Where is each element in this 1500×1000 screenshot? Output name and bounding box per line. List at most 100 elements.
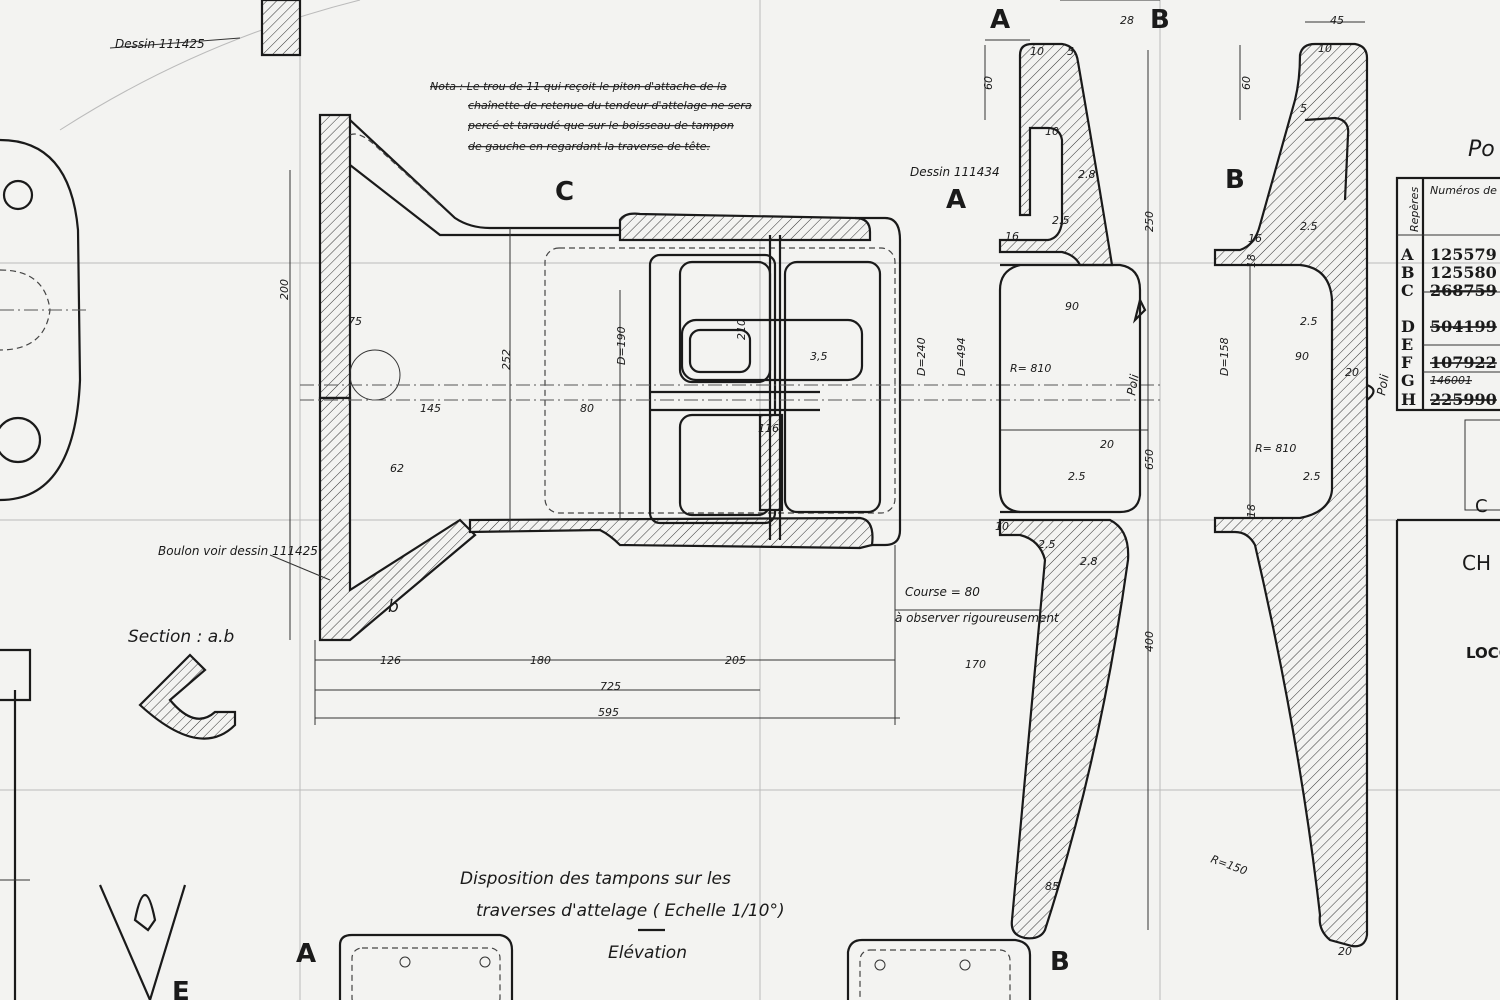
dim-r810-b: R= 810 [1255, 442, 1296, 455]
dim-35: 3,5 [810, 350, 828, 363]
dimension-lines [109, 0, 1365, 930]
dim-20-c: 20 [1338, 945, 1352, 958]
dim-90-b: 90 [1295, 350, 1309, 363]
dim-r150: R=150 [1209, 853, 1249, 878]
table-row-b-letter: B [1401, 263, 1415, 282]
dim-5-b: 5 [1300, 102, 1307, 115]
section-letter-b-top: B [1150, 5, 1170, 35]
dim-75: 75 [348, 315, 362, 328]
section-letter-b-bottom: B [1050, 947, 1070, 977]
course-label: Course = 80 [905, 585, 980, 599]
dim-205: 205 [725, 654, 746, 667]
dim-252: 252 [500, 349, 513, 370]
section-ab-view [138, 653, 237, 740]
dim-25-b: 2.5 [1068, 470, 1086, 483]
title-line-2: traverses d'attelage ( Echelle 1/10°) [476, 901, 785, 921]
dim-d190: D=190 [615, 326, 628, 365]
dim-90-a: 90 [1065, 300, 1079, 313]
parts-table-text: Po Repères Numéros de modèles A 125579 B… [1400, 137, 1500, 662]
dim-5-a: 5 [1067, 45, 1074, 58]
dim-25-c: 2.5 [1038, 538, 1056, 551]
title-line-1: Disposition des tampons sur les [460, 869, 731, 889]
dim-725: 725 [600, 680, 621, 693]
section-letter-b-small: b [388, 597, 399, 617]
table-row-f-letter: F [1401, 353, 1413, 372]
title-block-ch: CH [1462, 551, 1491, 575]
dim-126: 126 [380, 654, 401, 667]
section-letter-a-top: A [990, 5, 1010, 35]
bottom-partial-views [338, 933, 1032, 1000]
dim-200: 200 [278, 279, 291, 300]
table-row-c-letter: C [1401, 281, 1414, 300]
dim-16-a: 16 [1005, 230, 1019, 243]
dim-10-b: 10 [1045, 125, 1059, 138]
table-row-a-letter: A [1400, 245, 1414, 264]
dim-d158: D=158 [1218, 337, 1231, 376]
dim-400: 400 [1143, 631, 1156, 652]
dim-595: 595 [598, 706, 619, 719]
table-row-d-letter: D [1401, 317, 1415, 336]
table-row-f-number: 107922 [1430, 353, 1497, 372]
note-block: Nota : Le trou de 11 qui reçoit le piton… [430, 80, 752, 153]
dim-116: 116 [758, 422, 779, 435]
dim-80: 80 [580, 402, 594, 415]
dim-25-f: 2.5 [1303, 470, 1321, 483]
table-row-d-number: 504199 [1430, 317, 1497, 336]
dim-45: 45 [1330, 14, 1344, 27]
note-line-3: percé et taraudé que sur le boisseau de … [467, 119, 734, 132]
table-row-c-number: 268759 [1430, 281, 1497, 300]
ref-dessin-111434: Dessin 111434 [910, 165, 1000, 179]
title-block-loco: LOCO [1466, 644, 1500, 662]
dim-d494: D=494 [955, 337, 968, 376]
profile-b-section [1213, 42, 1375, 948]
dim-25-e: 2.5 [1300, 315, 1318, 328]
dim-170: 170 [965, 658, 986, 671]
dim-210: 210 [735, 319, 748, 340]
table-row-e-letter: E [1401, 335, 1413, 354]
section-letters: A B C A B A B b E [172, 5, 1245, 1000]
dim-10-a: 10 [1030, 45, 1044, 58]
dim-145: 145 [420, 402, 441, 415]
poli-label-b: Poli [1374, 373, 1392, 397]
dim-20-b: 20 [1345, 366, 1359, 379]
title-block-c: C [1475, 496, 1488, 517]
note-line-4: de gauche en regardant la traverse de tê… [468, 140, 710, 153]
dim-180: 180 [530, 654, 551, 667]
dim-18-b: 18 [1245, 504, 1258, 518]
section-letter-b-mid: B [1225, 165, 1245, 195]
references: Dessin 111425 Dessin 111434 Boulon voir … [115, 37, 1392, 647]
dim-10-d: 10 [1318, 42, 1332, 55]
profile-a-section [998, 42, 1147, 940]
table-row-a-number: 125579 [1430, 245, 1497, 264]
ref-boulon: Boulon voir dessin 111425 [158, 544, 318, 558]
dim-60-b: 60 [1240, 76, 1253, 90]
dim-d240: D=240 [915, 337, 928, 376]
drawing-title: Disposition des tampons sur les traverse… [460, 869, 785, 963]
dimension-values: 28 45 60 60 250 10 5 10 2.8 2.5 16 90 R=… [278, 14, 1359, 958]
poli-label-a: Poli [1124, 373, 1142, 397]
buffer-housing-elevation [300, 113, 1160, 642]
dim-250: 250 [1143, 211, 1156, 232]
section-ab-label: Section : a.b [128, 627, 234, 647]
dim-r810-a: R= 810 [1010, 362, 1051, 375]
dim-62: 62 [390, 462, 404, 475]
dim-85: 85 [1045, 880, 1059, 893]
section-letter-e: E [172, 977, 190, 1000]
ref-dessin-111425: Dessin 111425 [115, 37, 205, 51]
table-row-h-number: 225990 [1430, 390, 1497, 409]
parts-table [1395, 176, 1500, 1000]
dim-25-d: 2.5 [1300, 220, 1318, 233]
table-heading: Po [1468, 137, 1495, 162]
table-row-g-number: 146001 [1430, 374, 1472, 387]
section-letter-a-bottom: A [296, 939, 316, 969]
table-row-g-letter: G [1401, 371, 1415, 390]
left-partial-view [0, 0, 302, 1000]
dim-28b: 2.8 [1078, 168, 1096, 181]
dim-28: 28 [1120, 14, 1134, 27]
table-row-h-letter: H [1401, 390, 1416, 409]
dim-10-c: 10 [995, 520, 1009, 533]
note-line-2: chaînette de retenue du tendeur d'attela… [468, 99, 752, 112]
